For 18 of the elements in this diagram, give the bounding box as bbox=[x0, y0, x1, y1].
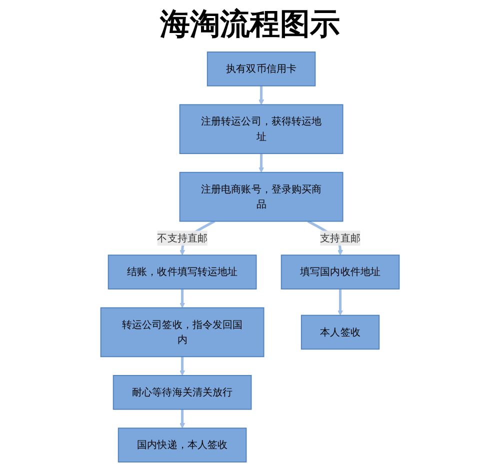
arrow bbox=[180, 288, 186, 308]
edge-label: 不支持直邮 bbox=[157, 232, 208, 244]
node-box: 注册转运公司，获得转运地址 bbox=[179, 104, 344, 154]
node-box: 转运公司签收，指令发回国内 bbox=[100, 307, 264, 358]
node-box: 耐心等待海关清关放行 bbox=[112, 375, 252, 410]
node-box: 注册电商账号，登录购买商品 bbox=[179, 172, 344, 222]
arrow bbox=[180, 409, 186, 428]
edge-label: 支持直邮 bbox=[320, 232, 360, 244]
node-box: 结账，收件填写转运地址 bbox=[108, 254, 257, 290]
arrow bbox=[258, 86, 264, 105]
node-box: 执有双币信用卡 bbox=[206, 52, 316, 86]
arrow bbox=[258, 154, 264, 173]
arrow bbox=[180, 356, 186, 376]
diagram-title: 海淘流程图示 bbox=[158, 6, 341, 44]
node-box: 本人签收 bbox=[300, 314, 380, 350]
node-box: 国内快递，本人签收 bbox=[118, 428, 247, 462]
arrow bbox=[338, 288, 344, 316]
node-box: 填写国内收件地址 bbox=[280, 254, 400, 290]
